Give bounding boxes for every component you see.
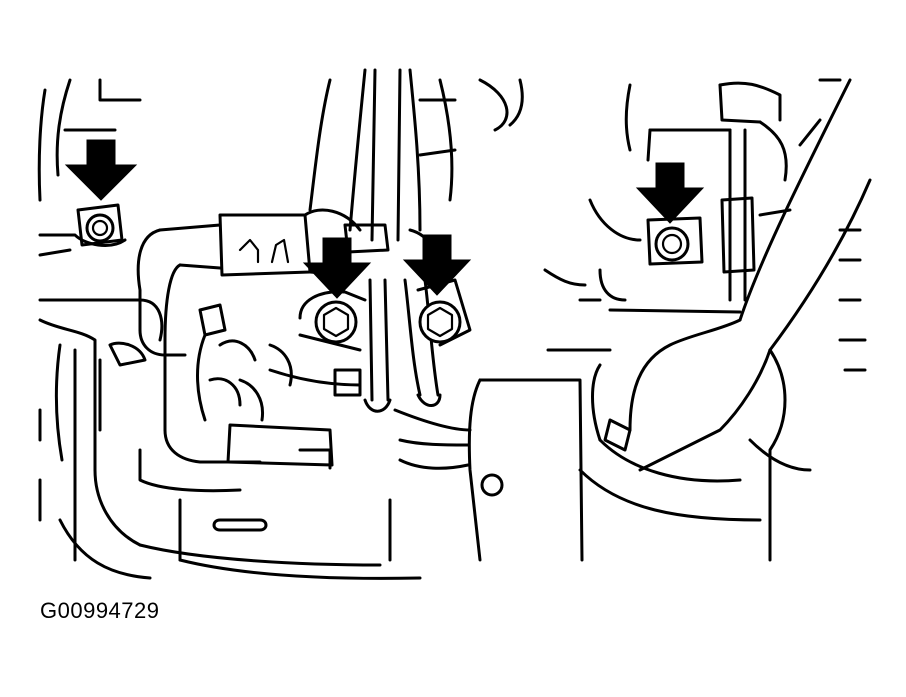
right-housing bbox=[543, 78, 842, 352]
arrow-down-icon bbox=[64, 139, 138, 201]
pipe-assembly bbox=[136, 208, 362, 493]
arrow-down-icon bbox=[635, 162, 705, 224]
lower-casting bbox=[138, 378, 584, 580]
bolt-icon bbox=[76, 203, 124, 247]
bolt-icon bbox=[646, 216, 704, 266]
bolt-icon bbox=[418, 300, 462, 344]
figure-code: G00994729 bbox=[40, 598, 160, 623]
bolt-icon bbox=[314, 300, 358, 344]
arrow-down-icon bbox=[402, 234, 472, 296]
arrow-down-icon bbox=[302, 237, 372, 299]
diagonal-shaft bbox=[578, 78, 872, 562]
